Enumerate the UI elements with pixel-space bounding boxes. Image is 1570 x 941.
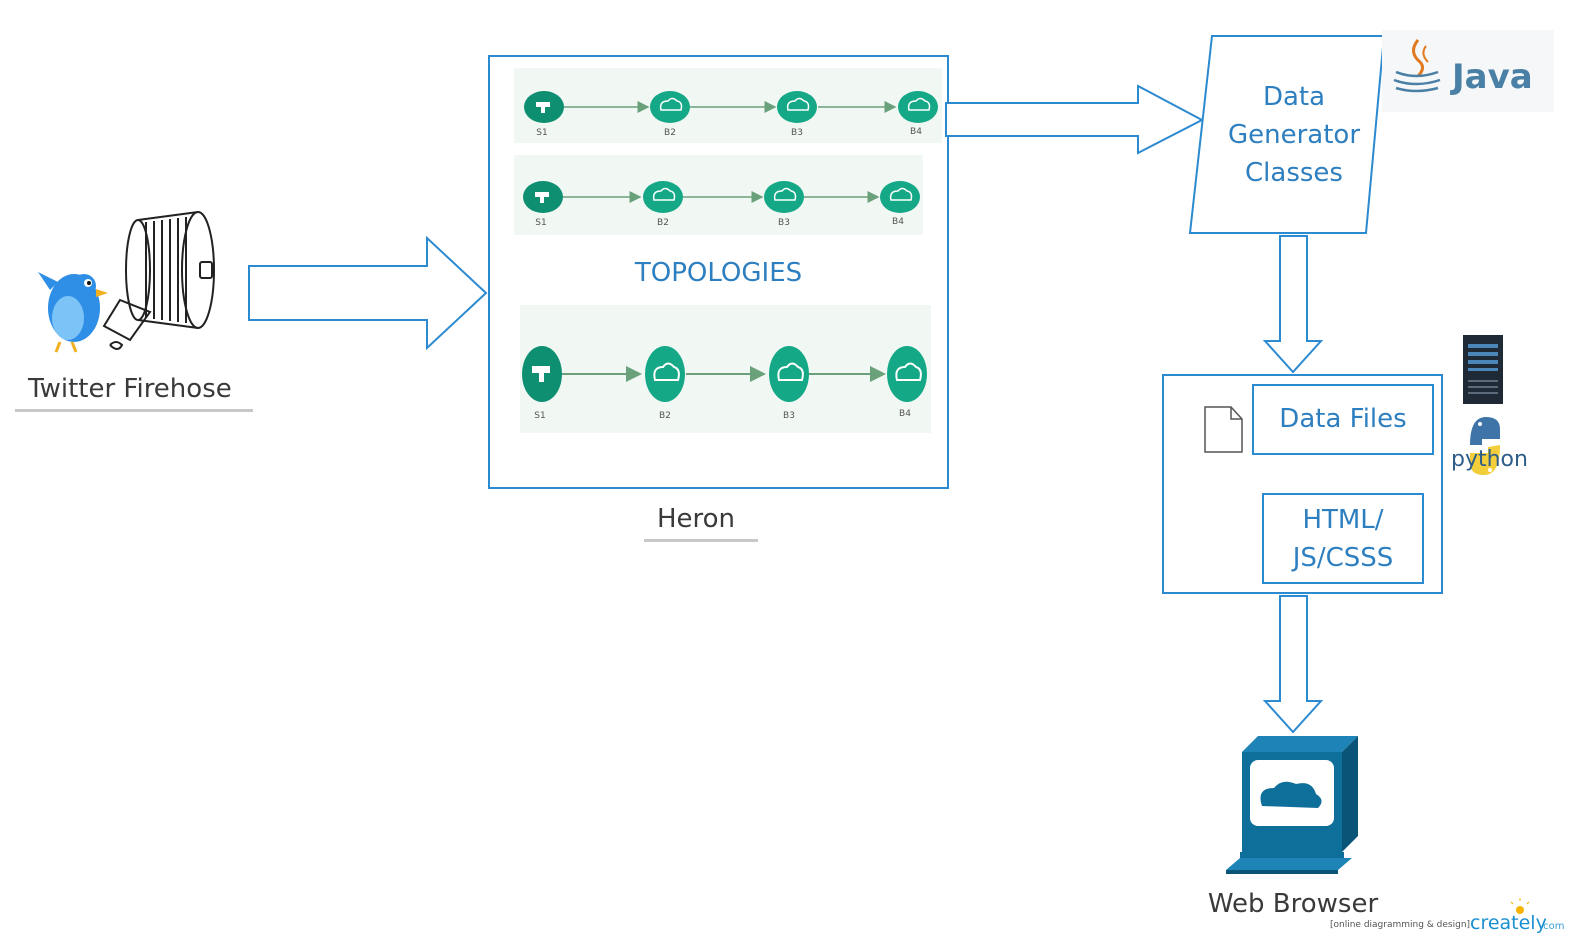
watermark-brand: creately: [1470, 912, 1547, 934]
python-logo-icon: python: [1451, 417, 1528, 475]
topologies-label: TOPOLOGIES: [634, 258, 803, 288]
html-label-line-1: HTML/: [1302, 505, 1384, 535]
file-icon: [1204, 406, 1243, 453]
node-label: B2: [659, 411, 671, 421]
html-label-line-2: JS/CSSS: [1292, 543, 1394, 573]
bolt-node-b2: B2: [645, 346, 685, 421]
node-label: B4: [892, 217, 904, 227]
watermark-domain: .com: [1540, 921, 1565, 932]
node-label: B4: [899, 409, 911, 419]
node-label: B4: [910, 127, 922, 137]
bolt-node-b4: B4: [898, 91, 938, 137]
node-label: B2: [664, 128, 676, 138]
node-label: B3: [778, 218, 790, 228]
topology-row-1: S1 B2 B3 B4: [514, 68, 942, 143]
data-files-box: [1252, 384, 1434, 455]
generator-line-3: Classes: [1245, 158, 1343, 188]
spout-node-s1: S1: [522, 346, 562, 421]
html-js-css-box: [1262, 493, 1424, 584]
server-icon: [1463, 335, 1503, 404]
generator-line-1: Data: [1262, 82, 1326, 112]
twitter-firehose-label: Twitter Firehose: [28, 374, 232, 404]
node-label: B2: [657, 218, 669, 228]
python-logo-text: python: [1451, 447, 1528, 472]
node-label: S1: [536, 128, 547, 138]
node-label: B3: [791, 128, 803, 138]
spout-node-s1: S1: [524, 91, 564, 138]
bolt-node-b2: B2: [650, 91, 690, 138]
java-logo-text: Java: [1450, 57, 1533, 97]
arrow-twitter-to-heron: [248, 235, 488, 351]
bolt-node-b2: B2: [643, 181, 683, 228]
arrow-generator-to-storage: [1262, 235, 1324, 374]
node-label: S1: [534, 411, 545, 421]
bolt-node-b3: B3: [769, 346, 809, 421]
node-label: B3: [783, 411, 795, 421]
arrow-heron-to-generator: [945, 84, 1205, 155]
topology-row-3: S1 B2 B3 B4: [520, 305, 931, 433]
heron-label-underline: [644, 539, 758, 542]
bolt-node-b4: B4: [880, 181, 920, 227]
topology-row-2: S1 B2 B3 B4: [514, 155, 923, 235]
twitter-bird-hose-icon: [38, 211, 215, 353]
node-label: S1: [535, 218, 546, 228]
bolt-node-b4: B4: [887, 346, 927, 419]
data-generator-box: [1188, 35, 1386, 234]
web-browser-label: Web Browser: [1207, 889, 1379, 919]
heron-label: Heron: [656, 504, 736, 534]
spout-node-s1: S1: [523, 181, 563, 228]
arrow-storage-to-browser: [1262, 595, 1324, 734]
bolt-node-b3: B3: [777, 91, 817, 138]
web-browser-icon: [1226, 736, 1358, 874]
generator-line-2: Generator: [1227, 120, 1361, 150]
watermark-tagline: [online diagramming & design]: [1330, 920, 1471, 930]
twitter-label-underline: [15, 409, 253, 412]
data-files-label: Data Files: [1279, 404, 1407, 434]
bolt-node-b3: B3: [764, 181, 804, 228]
creately-logo-icon: [1510, 898, 1530, 914]
java-logo-icon: Java: [1382, 30, 1554, 112]
